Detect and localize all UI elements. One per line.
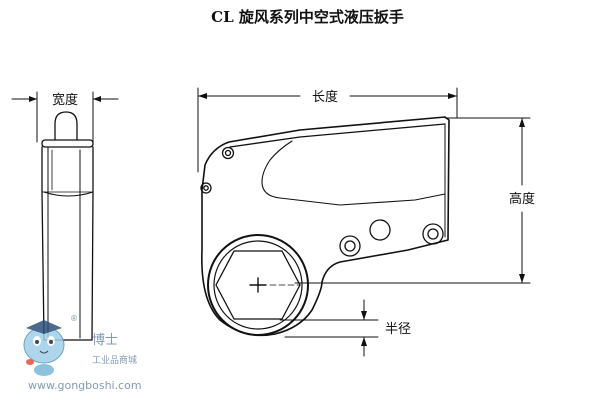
watermark-url: www.gongboshi.com xyxy=(28,379,142,392)
watermark-tagline: 工业品商城 xyxy=(92,354,137,366)
watermark: ® 博士 工业品商城 www.gongboshi.com xyxy=(23,314,142,392)
height-label: 高度 xyxy=(509,191,535,207)
watermark-brand: 博士 xyxy=(92,333,118,348)
side-view xyxy=(11,91,119,341)
radius-label: 半径 xyxy=(385,322,411,337)
width-label: 宽度 xyxy=(52,92,78,108)
diagram-title: CL 旋风系列中空式液压扳手 xyxy=(211,8,404,26)
front-view xyxy=(197,87,531,357)
length-label: 长度 xyxy=(312,89,338,105)
mascot-icon xyxy=(23,320,65,376)
registered-mark: ® xyxy=(70,314,78,323)
